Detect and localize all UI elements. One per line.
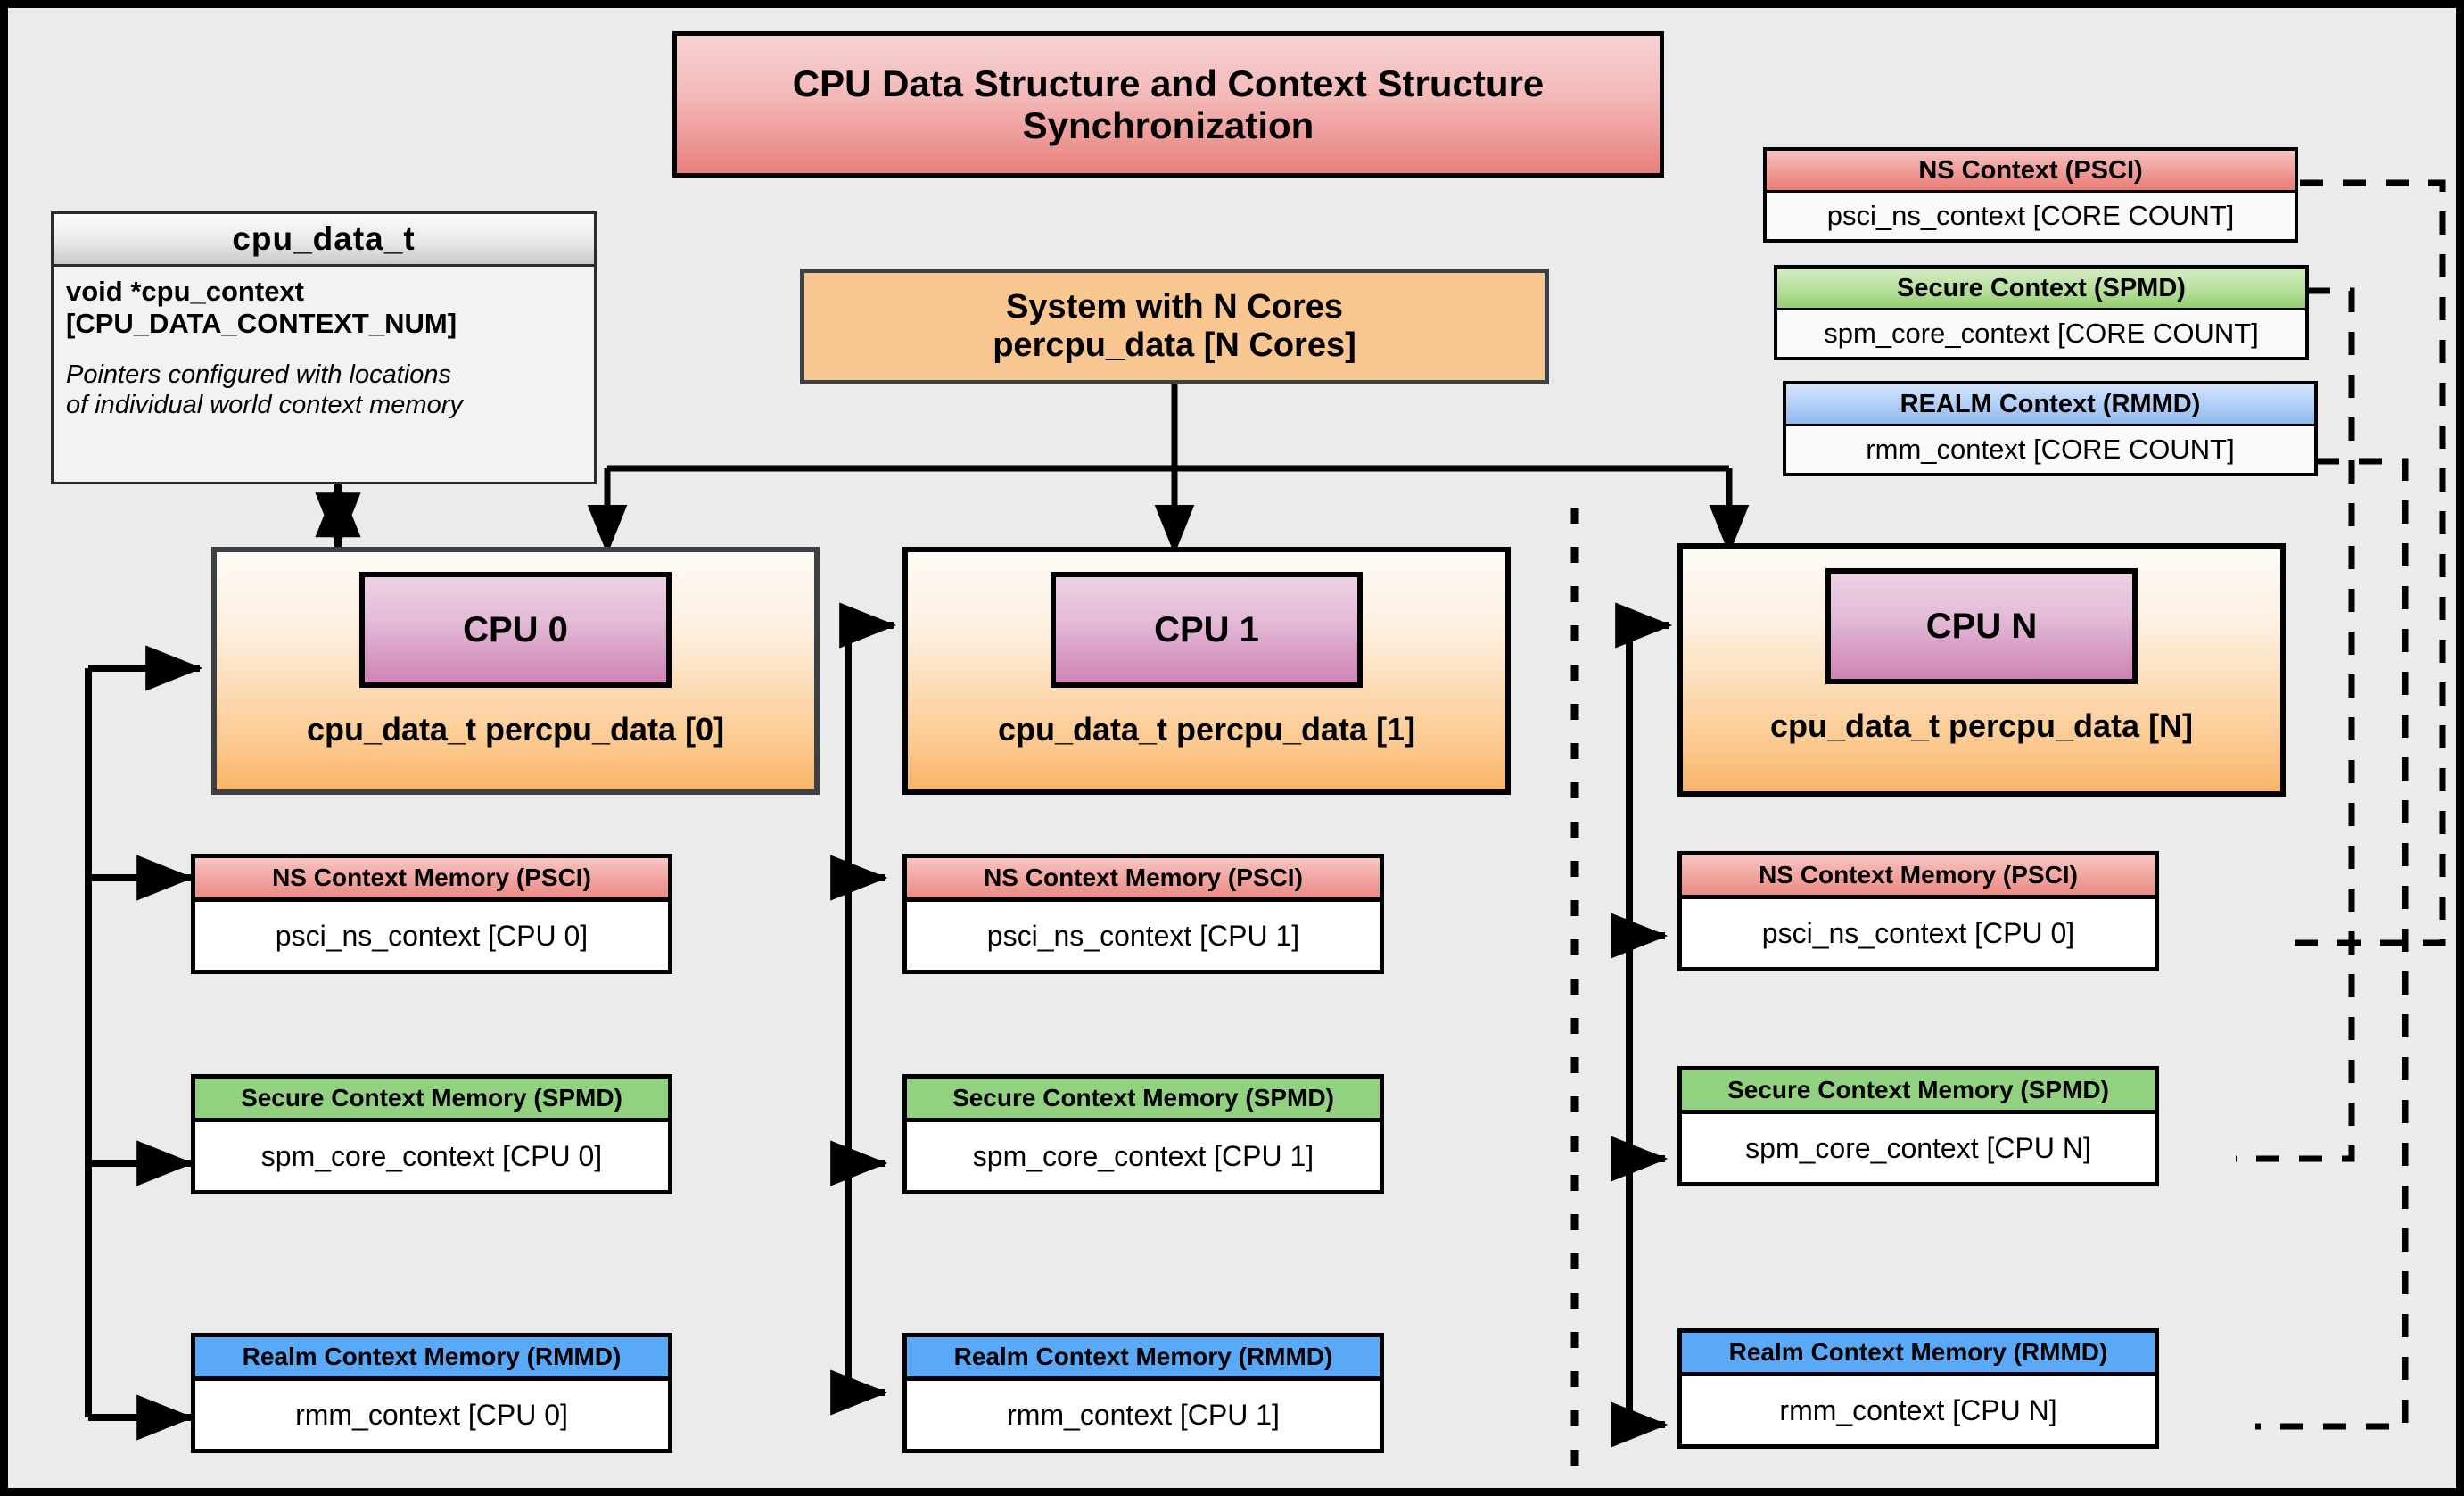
cpu0-realm-context-memory-body: rmm_context [CPU 0] (195, 1381, 668, 1449)
cpu1-secure-context-memory-body: spm_core_context [CPU 1] (907, 1122, 1380, 1190)
cpuN-ns-context-memory-header: NS Context Memory (PSCI) (1682, 855, 2155, 899)
cpuN-realm-context-memory-body: rmm_context [CPU N] (1682, 1376, 2155, 1444)
cpuN-secure-context-memory: Secure Context Memory (SPMD) spm_core_co… (1677, 1066, 2159, 1186)
cpu0-percpu-data-label: cpu_data_t percpu_data [0] (306, 711, 725, 748)
global-secure-context-box: Secure Context (SPMD) spm_core_context [… (1774, 265, 2309, 360)
global-secure-context-header: Secure Context (SPMD) (1777, 269, 2305, 310)
global-context-links (2236, 179, 2446, 1430)
ns-context-link (2289, 179, 2446, 946)
cpuN-ns-context-memory: NS Context Memory (PSCI) psci_ns_context… (1677, 851, 2159, 971)
cpu0-secure-context-memory-body: spm_core_context [CPU 0] (195, 1122, 668, 1190)
cpu1-realm-context-memory-body: rmm_context [CPU 1] (907, 1381, 1380, 1449)
global-ns-context-body: psci_ns_context [CORE COUNT] (1767, 193, 2295, 239)
cpu1-box: CPU 1 cpu_data_t percpu_data [1] (902, 547, 1511, 795)
cpu1-chip: CPU 1 (1051, 572, 1363, 688)
cpu0-ns-context-memory-header: NS Context Memory (PSCI) (195, 858, 668, 902)
cpu0-box: CPU 0 cpu_data_t percpu_data [0] (211, 547, 820, 795)
cpu1-secure-context-memory: Secure Context Memory (SPMD) spm_core_co… (902, 1074, 1384, 1194)
diagram-title: CPU Data Structure and Context Structure… (672, 31, 1664, 178)
cpuN-ns-context-memory-body: psci_ns_context [CPU 0] (1682, 899, 2155, 967)
cpu1-realm-context-memory: Realm Context Memory (RMMD) rmm_context … (902, 1333, 1384, 1453)
cpu1-ns-context-memory: NS Context Memory (PSCI) psci_ns_context… (902, 854, 1384, 974)
cpuN-percpu-data-label: cpu_data_t percpu_data [N] (1769, 707, 2194, 744)
system-line1: System with N Cores (1006, 287, 1343, 326)
cpu1-ns-context-memory-body: psci_ns_context [CPU 1] (907, 902, 1380, 970)
cpu0-pointer-bracket (85, 645, 203, 1441)
cpu1-pointer-bracket (830, 602, 897, 1416)
cpu1-realm-context-memory-header: Realm Context Memory (RMMD) (907, 1337, 1380, 1381)
cpu1-ns-context-memory-header: NS Context Memory (PSCI) (907, 858, 1380, 902)
global-ns-context-header: NS Context (PSCI) (1767, 151, 2295, 193)
cpu0-secure-context-memory: Secure Context Memory (SPMD) spm_core_co… (191, 1074, 672, 1194)
cpu-data-t-struct-body: void *cpu_context [CPU_DATA_CONTEXT_NUM]… (54, 267, 594, 420)
global-ns-context-box: NS Context (PSCI) psci_ns_context [CORE … (1763, 147, 2298, 243)
cpu1-percpu-data-label: cpu_data_t percpu_data [1] (997, 711, 1416, 748)
cpu0-realm-context-memory: Realm Context Memory (RMMD) rmm_context … (191, 1333, 672, 1453)
cpuN-realm-context-memory: Realm Context Memory (RMMD) rmm_context … (1677, 1328, 2159, 1449)
cpu0-ns-context-memory: NS Context Memory (PSCI) psci_ns_context… (191, 854, 672, 974)
cpu-data-t-note-line1: Pointers configured with locations (66, 360, 452, 389)
cpuN-box: CPU N cpu_data_t percpu_data [N] (1677, 543, 2286, 797)
cpu-data-t-struct: cpu_data_t void *cpu_context [CPU_DATA_C… (51, 211, 597, 484)
global-realm-context-body: rmm_context [CORE COUNT] (1786, 426, 2314, 473)
cpu-data-t-field-line2: [CPU_DATA_CONTEXT_NUM] (66, 307, 457, 339)
cpuN-chip: CPU N (1825, 568, 2138, 684)
cpu0-ns-context-memory-body: psci_ns_context [CPU 0] (195, 902, 668, 970)
cpu-data-t-struct-name: cpu_data_t (54, 214, 594, 267)
global-realm-context-box: REALM Context (RMMD) rmm_context [CORE C… (1783, 381, 2318, 476)
cpuN-pointer-bracket (1611, 602, 1673, 1448)
cpu-data-t-note-line2: of individual world context memory (66, 391, 463, 420)
cpu1-secure-context-memory-header: Secure Context Memory (SPMD) (907, 1079, 1380, 1122)
global-secure-context-body: spm_core_context [CORE COUNT] (1777, 310, 2305, 357)
cpu0-realm-context-memory-header: Realm Context Memory (RMMD) (195, 1337, 668, 1381)
cpuN-secure-context-memory-header: Secure Context Memory (SPMD) (1682, 1070, 2155, 1114)
cpu0-secure-context-memory-header: Secure Context Memory (SPMD) (195, 1079, 668, 1122)
cpuN-secure-context-memory-body: spm_core_context [CPU N] (1682, 1114, 2155, 1182)
cpu-data-t-field-line1: void *cpu_context (66, 276, 304, 307)
system-box: System with N Cores percpu_data [N Cores… (800, 269, 1549, 384)
system-to-cpus-connector (587, 384, 1750, 555)
global-realm-context-header: REALM Context (RMMD) (1786, 384, 2314, 426)
cpu0-chip: CPU 0 (359, 572, 672, 688)
system-line2: percpu_data [N Cores] (993, 326, 1356, 364)
cpuN-realm-context-memory-header: Realm Context Memory (RMMD) (1682, 1333, 2155, 1376)
